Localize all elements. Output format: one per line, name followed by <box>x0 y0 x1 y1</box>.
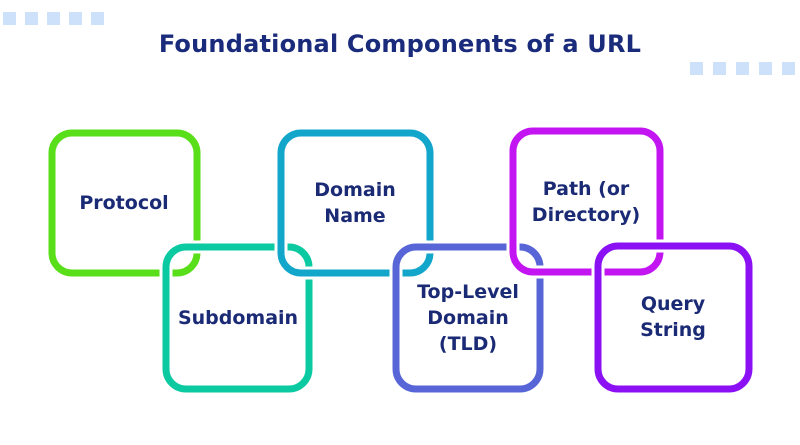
protocol-label: Protocol <box>79 192 169 214</box>
decor-square <box>690 62 703 75</box>
tld-label: Top-Level Domain (TLD) <box>417 281 519 355</box>
decor-square <box>69 12 82 25</box>
tld-box-outline <box>392 243 544 393</box>
query-string-box-outline <box>594 242 753 393</box>
decor-square <box>782 62 795 75</box>
page-title: Foundational Components of a URL <box>158 30 642 58</box>
subdomain-box-outline <box>162 243 313 393</box>
path-label: Path (or Directory) <box>531 178 641 226</box>
domain-name-label: Domain Name <box>314 179 396 227</box>
decor-square <box>713 62 726 75</box>
decor-square <box>47 12 60 25</box>
subdomain-label: Subdomain <box>177 307 299 329</box>
decor-squares-top-left <box>3 12 104 25</box>
decor-square <box>91 12 104 25</box>
decor-squares-top-right <box>690 62 795 75</box>
decor-square <box>759 62 772 75</box>
protocol-box-outline <box>48 129 201 277</box>
decor-square <box>25 12 38 25</box>
path-box-outline <box>509 127 664 276</box>
decor-square <box>3 12 16 25</box>
domain-name-box-outline <box>277 129 434 277</box>
decor-square <box>736 62 749 75</box>
query-string-label: Query String <box>640 293 706 341</box>
